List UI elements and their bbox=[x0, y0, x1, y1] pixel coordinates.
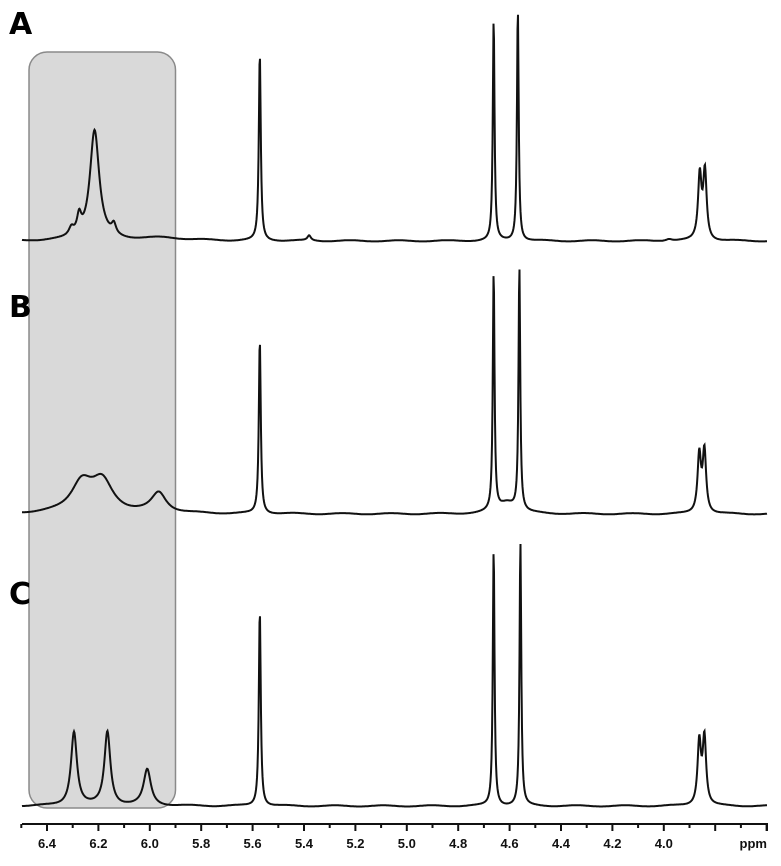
x-tick-label: 4.2 bbox=[603, 836, 621, 851]
x-tick-label: 4.0 bbox=[655, 836, 673, 851]
spectrum-trace-b bbox=[22, 269, 768, 516]
x-tick-label: 5.2 bbox=[346, 836, 364, 851]
x-tick-label: 6.0 bbox=[141, 836, 159, 851]
x-tick-label: 5.0 bbox=[398, 836, 416, 851]
panel-label-a: A bbox=[9, 7, 33, 42]
x-tick-label: 5.8 bbox=[192, 836, 210, 851]
highlight-region bbox=[28, 51, 177, 809]
x-tick-label: 6.4 bbox=[38, 836, 57, 851]
spectrum-traces bbox=[21, 14, 768, 808]
x-tick-label: 5.4 bbox=[295, 836, 314, 851]
x-tick-label: 4.4 bbox=[552, 836, 571, 851]
x-tick-label: 6.2 bbox=[89, 836, 107, 851]
spectrum-trace-c bbox=[21, 543, 767, 808]
panel-label-b: B bbox=[9, 290, 32, 325]
x-tick-label: 5.6 bbox=[244, 836, 262, 851]
x-axis-unit-label: ppm bbox=[740, 836, 767, 851]
spectrum-trace-a bbox=[21, 14, 767, 243]
x-tick-label: 4.6 bbox=[501, 836, 519, 851]
x-tick-label: 4.8 bbox=[449, 836, 467, 851]
panel-label-c: C bbox=[9, 577, 32, 612]
